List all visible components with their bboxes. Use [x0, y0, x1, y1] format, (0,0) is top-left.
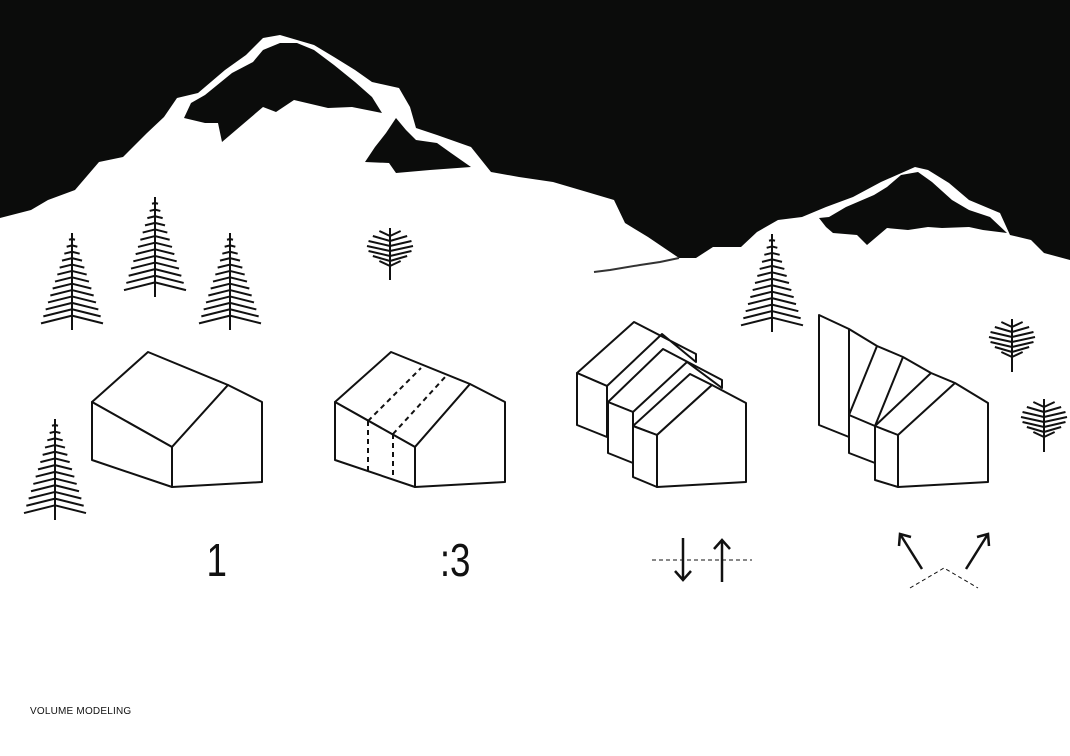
fir-tree-icon	[23, 419, 87, 520]
diagram-caption: VOLUME MODELING	[30, 706, 132, 717]
deciduous-tree-icon	[366, 228, 414, 280]
main-peak-rock	[184, 43, 382, 142]
division-dashed-lines	[367, 367, 447, 479]
house-shifted-volumes	[576, 321, 747, 488]
main-peak-shoulder-rock	[365, 118, 471, 173]
step-label-divide: :3	[439, 534, 471, 586]
trees	[23, 197, 1068, 520]
house-divided-three	[334, 351, 506, 488]
fir-tree-icon	[123, 197, 187, 297]
deciduous-tree-icon	[1020, 399, 1068, 452]
fir-tree-icon	[198, 233, 262, 330]
shift-arrows-icon	[652, 538, 752, 582]
fir-tree-icon	[40, 233, 104, 330]
fir-tree-icon	[740, 234, 804, 332]
step-label-single: 1	[206, 534, 228, 586]
splay-arrows-icon	[897, 532, 991, 589]
house-splayed-volumes	[818, 314, 989, 488]
deciduous-tree-icon	[988, 319, 1036, 372]
house-single-volume	[91, 351, 263, 488]
second-peak-rock	[819, 172, 1007, 245]
valley-ridge-line	[593, 257, 680, 273]
